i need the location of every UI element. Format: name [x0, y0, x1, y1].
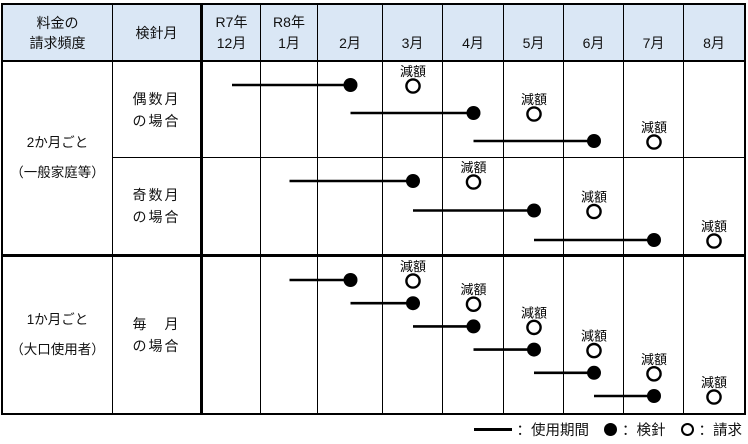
legend-meter-reading: ：検針: [604, 419, 666, 440]
header-reading-month-label: 検針月: [135, 24, 178, 41]
chart-cell: [318, 62, 383, 158]
chart-cell: [203, 158, 261, 257]
month-header-label: R7年 12月: [215, 14, 248, 51]
frequency-monthly-label: 1か月ごと （大口使用者）: [10, 312, 105, 357]
chart-cell: [624, 62, 684, 158]
chart-cell: [564, 158, 624, 257]
chart-cell: [261, 62, 318, 158]
chart-cell: [443, 62, 504, 158]
chart-cell: [684, 62, 744, 158]
legend-billing-label: ：請求: [698, 423, 743, 439]
chart-cell: [684, 257, 744, 413]
legend-usage-period-label: ：使用期間: [516, 423, 590, 439]
month-header-label: 5月: [522, 35, 545, 51]
month-header-label: 4月: [462, 35, 484, 51]
row-label-odd-months: 奇数月 の場合: [113, 158, 203, 257]
chart-cell: [383, 62, 443, 158]
chart-cell: [624, 257, 684, 413]
month-header-8: 8月: [684, 5, 744, 62]
month-header-4: 4月: [443, 5, 504, 62]
chart-cell: [261, 158, 318, 257]
billing-schedule-table: 料金の 請求頻度 検針月 2か月ごと （一般家庭等） 偶数月 の場合 奇数月 の…: [1, 3, 746, 415]
chart-cell: [383, 158, 443, 257]
month-header-label: 8月: [703, 35, 725, 51]
header-reading-month-cell: 検針月: [113, 5, 203, 62]
month-header-label: 6月: [582, 35, 605, 51]
legend-usage-period: ：使用期間: [473, 419, 590, 440]
chart-cell: [564, 62, 624, 158]
usage-period-line-icon: [473, 428, 512, 431]
every-month-label: 毎 月 の場合: [132, 316, 181, 354]
month-header-1: R8年 1月: [261, 5, 318, 62]
chart-cell: [443, 158, 504, 257]
meter-reading-dot-icon: [604, 423, 617, 436]
legend-billing: ：請求: [680, 419, 743, 440]
chart-cell: [504, 62, 564, 158]
even-months-label: 偶数月 の場合: [132, 90, 181, 129]
header-frequency-cell: 料金の 請求頻度: [3, 5, 113, 62]
legend: ：使用期間 ：検針 ：請求: [473, 419, 743, 440]
month-header-3: 3月: [383, 5, 443, 62]
month-header-2: 2月: [318, 5, 383, 62]
month-header-0: R7年 12月: [203, 5, 261, 62]
header-frequency-label: 料金の 請求頻度: [29, 14, 86, 51]
odd-months-label: 奇数月 の場合: [132, 187, 181, 225]
month-header-label: R8年 1月: [273, 14, 305, 51]
row-label-even-months: 偶数月 の場合: [113, 62, 203, 158]
chart-cell: [443, 257, 504, 413]
frequency-bimonthly-label: 2か月ごと （一般家庭等）: [10, 135, 105, 180]
chart-cell: [261, 257, 318, 413]
month-header-5: 5月: [504, 5, 564, 62]
row-label-every-month: 毎 月 の場合: [113, 257, 203, 413]
chart-cell: [318, 257, 383, 413]
month-header-label: 3月: [401, 35, 424, 51]
legend-meter-reading-label: ：検針: [622, 423, 666, 439]
month-header-7: 7月: [624, 5, 684, 62]
chart-cell: [504, 257, 564, 413]
chart-cell: [203, 62, 261, 158]
chart-cell: [318, 158, 383, 257]
frequency-cell-bimonthly: 2か月ごと （一般家庭等）: [3, 62, 113, 257]
month-header-label: 2月: [339, 35, 361, 51]
billing-circle-icon: [680, 423, 694, 436]
chart-cell: [684, 158, 744, 257]
chart-cell: [624, 158, 684, 257]
month-header-6: 6月: [564, 5, 624, 62]
chart-cell: [564, 257, 624, 413]
month-header-label: 7月: [642, 35, 665, 51]
chart-cell: [504, 158, 564, 257]
chart-cell: [203, 257, 261, 413]
chart-cell: [383, 257, 443, 413]
frequency-cell-monthly: 1か月ごと （大口使用者）: [3, 257, 113, 413]
